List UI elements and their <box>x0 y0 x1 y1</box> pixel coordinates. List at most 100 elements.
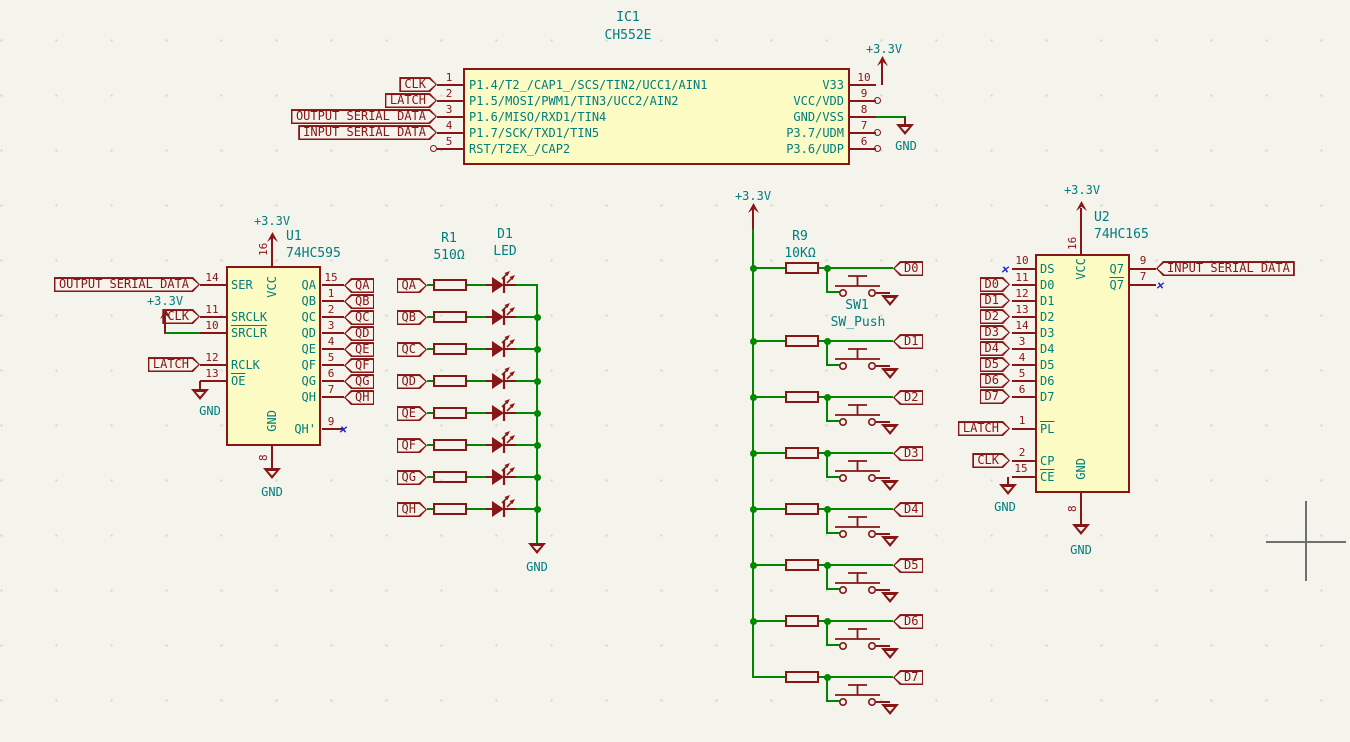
net-label[interactable]: QF <box>344 358 374 373</box>
wire[interactable] <box>826 509 828 534</box>
gnd-symbol-icon[interactable] <box>881 480 899 491</box>
resistor[interactable] <box>785 671 819 683</box>
wire[interactable] <box>753 676 785 678</box>
net-label[interactable]: D0 <box>893 261 923 276</box>
wire[interactable] <box>427 316 435 318</box>
net-label-output-serial-data[interactable]: OUTPUT_SERIAL_DATA <box>54 277 200 292</box>
resistor[interactable] <box>433 503 467 515</box>
power-flag-3v3[interactable]: +3.3V <box>253 214 291 228</box>
resistor[interactable] <box>433 471 467 483</box>
led-icon[interactable] <box>486 298 516 328</box>
net-label[interactable]: QF <box>397 438 427 453</box>
wire[interactable] <box>826 476 840 478</box>
gnd-text[interactable]: GND <box>261 485 283 499</box>
wire[interactable] <box>819 508 893 510</box>
no-connect-icon[interactable] <box>339 423 346 435</box>
net-label[interactable]: D7 <box>893 670 923 685</box>
u1-value[interactable]: 74HC595 <box>286 246 341 261</box>
u1-chip-body[interactable] <box>226 266 321 446</box>
net-label[interactable]: QG <box>397 470 427 485</box>
wire[interactable] <box>516 476 538 478</box>
net-label[interactable]: D2 <box>980 309 1010 324</box>
gnd-text[interactable]: GND <box>1070 543 1092 557</box>
wire[interactable] <box>467 508 487 510</box>
wire[interactable] <box>516 412 538 414</box>
net-label[interactable]: D3 <box>980 325 1010 340</box>
wire[interactable] <box>819 267 893 269</box>
net-label[interactable]: QB <box>344 294 374 309</box>
net-label[interactable]: QA <box>344 278 374 293</box>
r1-value[interactable]: 510Ω <box>433 248 465 263</box>
u2-chip-body[interactable] <box>1035 254 1130 493</box>
net-label-output-serial-data[interactable]: OUTPUT_SERIAL_DATA <box>291 109 437 124</box>
net-label[interactable]: QD <box>344 326 374 341</box>
wire[interactable] <box>753 340 785 342</box>
ic1-chip-body[interactable] <box>463 68 850 165</box>
wire[interactable] <box>427 476 435 478</box>
wire[interactable] <box>467 316 487 318</box>
wire[interactable] <box>826 700 840 702</box>
net-label[interactable]: QE <box>397 406 427 421</box>
sw1-reference[interactable]: SW1 <box>845 298 869 313</box>
resistor[interactable] <box>433 311 467 323</box>
net-label-latch[interactable]: LATCH <box>385 93 437 108</box>
net-label[interactable]: QE <box>344 342 374 357</box>
net-label-clk[interactable]: CLK <box>972 453 1010 468</box>
push-button-icon[interactable] <box>835 454 883 483</box>
push-button-icon[interactable] <box>835 510 883 539</box>
wire[interactable] <box>467 348 487 350</box>
resistor[interactable] <box>785 262 819 274</box>
wire[interactable] <box>826 341 828 366</box>
gnd-symbol-icon[interactable] <box>881 295 899 306</box>
net-label[interactable]: QG <box>344 374 374 389</box>
u2-value[interactable]: 74HC165 <box>1094 227 1149 242</box>
gnd-symbol-icon[interactable] <box>263 468 281 479</box>
wire[interactable] <box>427 348 435 350</box>
net-label[interactable]: D5 <box>893 558 923 573</box>
wire[interactable] <box>826 420 840 422</box>
wire[interactable] <box>826 621 828 646</box>
wire[interactable] <box>467 284 487 286</box>
net-label[interactable]: D7 <box>980 389 1010 404</box>
gnd-symbol-icon[interactable] <box>881 704 899 715</box>
net-label-input-serial-data[interactable]: INPUT_SERIAL_DATA <box>1156 261 1295 276</box>
wire[interactable] <box>427 284 435 286</box>
gnd-symbol-icon[interactable] <box>881 592 899 603</box>
net-label[interactable]: D3 <box>893 446 923 461</box>
wire[interactable] <box>427 412 435 414</box>
resistor[interactable] <box>785 335 819 347</box>
push-button-icon[interactable] <box>835 566 883 595</box>
led-icon[interactable] <box>486 490 516 520</box>
wire[interactable] <box>826 453 828 478</box>
wire[interactable] <box>467 412 487 414</box>
net-label[interactable]: D5 <box>980 357 1010 372</box>
net-label[interactable]: QD <box>397 374 427 389</box>
wire[interactable] <box>826 397 828 422</box>
wire[interactable] <box>819 340 893 342</box>
net-label[interactable]: QB <box>397 310 427 325</box>
resistor[interactable] <box>433 407 467 419</box>
net-label[interactable]: D2 <box>893 390 923 405</box>
led-icon[interactable] <box>486 330 516 360</box>
wire[interactable] <box>516 380 538 382</box>
ic1-value[interactable]: CH552E <box>604 28 652 43</box>
wire[interactable] <box>826 364 840 366</box>
resistor[interactable] <box>785 559 819 571</box>
led-icon[interactable] <box>486 458 516 488</box>
gnd-symbol-icon[interactable] <box>896 124 914 135</box>
gnd-text[interactable]: GND <box>895 139 917 153</box>
resistor[interactable] <box>785 615 819 627</box>
net-label[interactable]: QH <box>344 390 374 405</box>
push-button-icon[interactable] <box>835 678 883 707</box>
net-label[interactable]: D4 <box>893 502 923 517</box>
wire[interactable] <box>826 677 828 702</box>
net-label-latch[interactable]: LATCH <box>148 357 200 372</box>
wire[interactable] <box>819 564 893 566</box>
net-label-latch[interactable]: LATCH <box>958 421 1010 436</box>
net-label[interactable]: QA <box>397 278 427 293</box>
net-label[interactable]: QC <box>344 310 374 325</box>
gnd-symbol-icon[interactable] <box>881 648 899 659</box>
wire[interactable] <box>516 508 538 510</box>
wire[interactable] <box>819 620 893 622</box>
r9-reference[interactable]: R9 <box>792 229 808 244</box>
